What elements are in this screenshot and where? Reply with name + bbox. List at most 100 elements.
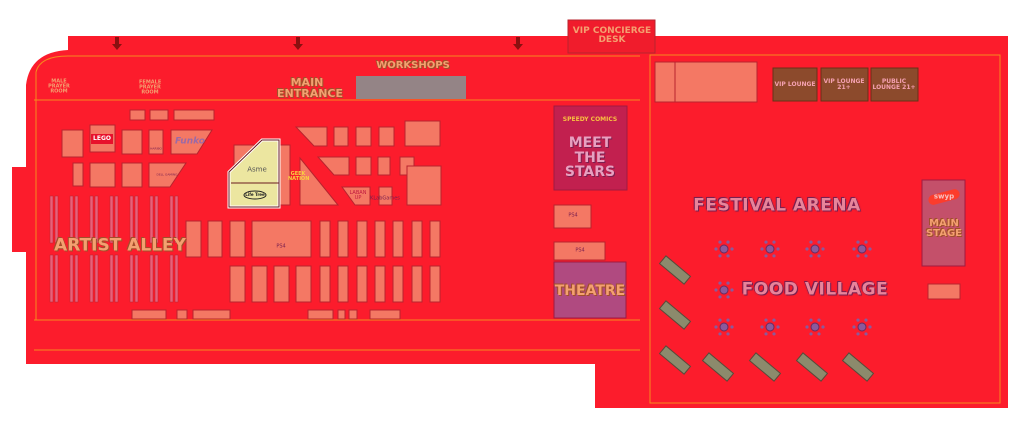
booth[interactable] — [356, 220, 368, 258]
booth[interactable] — [72, 162, 84, 187]
artist-table[interactable] — [109, 195, 114, 244]
vip-lounge-21-label: VIP LOUNGE 21+ — [823, 78, 865, 91]
booth[interactable] — [229, 265, 246, 303]
artist-table[interactable] — [129, 254, 134, 303]
booth[interactable] — [404, 120, 441, 147]
booth[interactable] — [173, 109, 215, 121]
artist-table[interactable] — [154, 195, 159, 244]
booth[interactable] — [374, 265, 386, 303]
booth[interactable] — [374, 220, 386, 258]
booth[interactable] — [131, 309, 167, 320]
booth[interactable] — [369, 309, 401, 320]
booth[interactable] — [429, 220, 441, 258]
vip-lounge-21[interactable] — [820, 67, 869, 102]
food-stall[interactable] — [841, 352, 875, 382]
artist-table[interactable] — [69, 195, 74, 244]
booth[interactable] — [411, 220, 423, 258]
artist-table[interactable] — [169, 254, 174, 303]
artist-table[interactable] — [74, 254, 79, 303]
artist-table[interactable] — [149, 254, 154, 303]
artist-table[interactable] — [49, 254, 54, 303]
booth[interactable] — [553, 241, 606, 261]
booth[interactable] — [378, 186, 393, 206]
booth[interactable] — [392, 265, 404, 303]
booth[interactable] — [392, 220, 404, 258]
booth[interactable] — [378, 126, 395, 147]
vip-lounge[interactable] — [772, 67, 818, 102]
public-lounge-21[interactable] — [870, 67, 919, 102]
booth[interactable] — [348, 309, 358, 320]
booth[interactable] — [185, 220, 202, 258]
booth[interactable] — [170, 129, 213, 155]
artist-table[interactable] — [174, 195, 179, 244]
booth[interactable] — [337, 265, 349, 303]
booth[interactable] — [121, 129, 143, 155]
theatre-area[interactable] — [553, 261, 627, 319]
booth[interactable] — [89, 162, 116, 188]
meet-the-stars-area[interactable] — [553, 105, 628, 191]
booth[interactable] — [61, 129, 84, 158]
booth[interactable] — [148, 129, 164, 155]
booth[interactable] — [429, 265, 441, 303]
food-stall[interactable] — [658, 345, 692, 375]
artist-table[interactable] — [134, 195, 139, 244]
artist-table[interactable] — [69, 254, 74, 303]
food-stall[interactable] — [658, 255, 692, 285]
artist-table[interactable] — [94, 195, 99, 244]
booth[interactable] — [121, 162, 143, 188]
workshops-area[interactable] — [356, 76, 466, 99]
artist-table[interactable] — [94, 254, 99, 303]
booth[interactable] — [251, 265, 268, 303]
artist-table[interactable] — [114, 254, 119, 303]
booth[interactable] — [406, 165, 442, 206]
male-prayer-room-label: MALE PRAYER ROOM — [48, 78, 70, 95]
small-stage-booth[interactable] — [927, 283, 961, 300]
artist-table[interactable] — [154, 254, 159, 303]
artist-table[interactable] — [89, 195, 94, 244]
booth[interactable] — [319, 220, 331, 258]
booth[interactable] — [207, 220, 223, 258]
booth[interactable] — [355, 156, 372, 176]
artist-table[interactable] — [74, 195, 79, 244]
artist-table[interactable] — [54, 195, 59, 244]
artist-table[interactable] — [169, 195, 174, 244]
booth[interactable] — [307, 309, 334, 320]
booth[interactable] — [355, 126, 372, 147]
artist-table[interactable] — [49, 195, 54, 244]
booth[interactable] — [273, 265, 290, 303]
booth[interactable] — [294, 126, 328, 147]
booth[interactable] — [299, 156, 340, 206]
booth[interactable] — [295, 265, 312, 303]
food-stall[interactable] — [658, 300, 692, 330]
booth[interactable] — [377, 156, 391, 176]
booth[interactable] — [229, 220, 246, 258]
artist-table[interactable] — [109, 254, 114, 303]
booth[interactable] — [341, 186, 371, 206]
booth[interactable] — [337, 309, 346, 320]
artist-table[interactable] — [54, 254, 59, 303]
food-stall[interactable] — [795, 352, 829, 382]
food-stall[interactable] — [701, 352, 735, 382]
booth[interactable] — [148, 162, 187, 188]
booth[interactable] — [333, 126, 349, 147]
booth[interactable] — [251, 220, 312, 258]
booth[interactable] — [129, 109, 146, 121]
booth[interactable] — [316, 156, 350, 176]
food-stall[interactable] — [748, 352, 782, 382]
booth[interactable] — [553, 204, 592, 229]
booth[interactable] — [356, 265, 368, 303]
booth[interactable] — [149, 109, 169, 121]
booth[interactable] — [319, 265, 331, 303]
artist-table[interactable] — [174, 254, 179, 303]
booth[interactable] — [176, 309, 188, 320]
booth[interactable] — [411, 265, 423, 303]
booth[interactable] — [337, 220, 349, 258]
artist-table[interactable] — [134, 254, 139, 303]
artist-table[interactable] — [114, 195, 119, 244]
vip-concierge-desk[interactable] — [567, 19, 656, 54]
booth[interactable] — [192, 309, 231, 320]
artist-table[interactable] — [129, 195, 134, 244]
artist-table[interactable] — [149, 195, 154, 244]
arena-booth[interactable] — [654, 61, 758, 103]
artist-table[interactable] — [89, 254, 94, 303]
